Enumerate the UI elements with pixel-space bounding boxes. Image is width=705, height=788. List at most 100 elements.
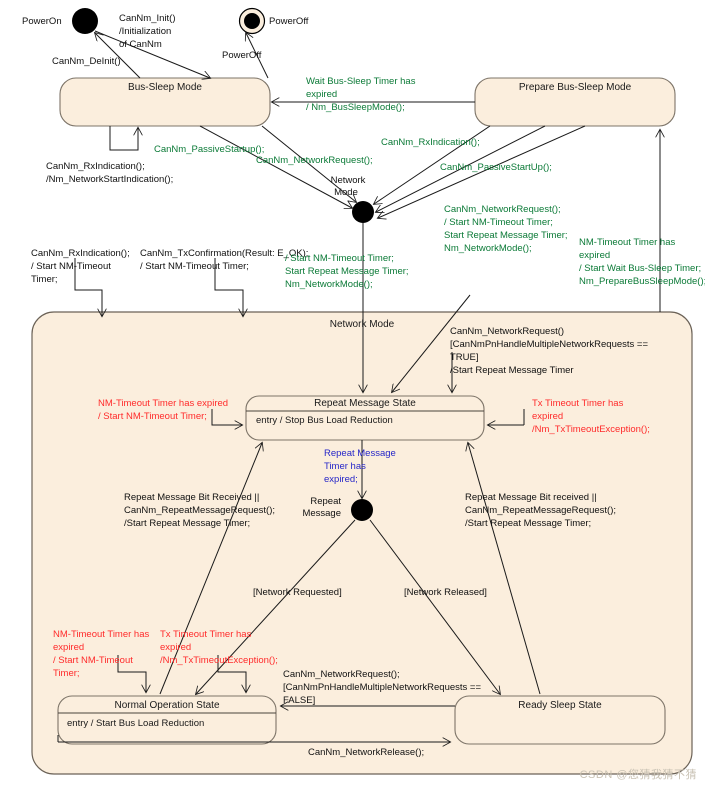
edge-normal-operation-self-nm-timeout [117,655,146,692]
svg-text:CanNm_NetworkRequest();: CanNm_NetworkRequest(); [444,204,561,215]
edge-bus-sleep-network-request [261,125,356,202]
svg-text:CanNm_PassiveStartUp();: CanNm_PassiveStartUp(); [440,162,552,173]
edge-prepare-passive-startup [376,125,546,212]
svg-text:CanNm_RepeatMessageRequest();: CanNm_RepeatMessageRequest(); [124,505,275,516]
svg-text:expired;: expired; [324,474,358,485]
label-network-mode-node-1: Network [331,175,366,186]
label-passive-startup-left: CanNm_PassiveStartup(); [154,144,264,155]
svg-text:expired: expired [53,642,84,653]
svg-text:CanNm_TxConfirmation(Result: E: CanNm_TxConfirmation(Result: E_OK); [140,248,308,259]
edge-network-mode-self-rx [74,258,102,316]
state-prepare-bus-sleep-mode-title: Prepare Bus-Sleep Mode [519,82,632,93]
edge-normal-operation-self-tx-timeout [217,655,246,692]
edge-prepare-rx-indication [374,125,491,204]
label-passive-startup-right: CanNm_PassiveStartUp(); [440,162,552,173]
svg-text:/Start Repeat Message Timer;: /Start Repeat Message Timer; [124,518,250,529]
label-pn-handle-multiple-false: CanNm_NetworkRequest(); [CanNmPnHandleMu… [283,669,481,706]
state-repeat-message-title: Repeat Message State [314,398,416,409]
label-power-off: PowerOff [269,16,309,27]
label-nos-nm-timeout-self: NM-Timeout Timer has expired / Start NM-… [53,629,149,679]
label-repeat-message-timer-expired: Repeat Message Timer has expired; [324,448,396,485]
label-wait-bus-sleep-expired: Wait Bus-Sleep Timer has expired / Nm_Bu… [306,76,416,113]
label-network-request-prepare: CanNm_NetworkRequest(); / Start NM-Timeo… [444,204,568,254]
label-rms-tx-timeout-self: Tx Timeout Timer has expired /Nm_TxTimeo… [532,398,650,435]
junction-node-network-mode [352,201,374,223]
final-node-power-off [244,13,260,29]
svg-text:NM-Timeout Timer has: NM-Timeout Timer has [53,629,149,640]
state-normal-operation-title: Normal Operation State [114,700,219,711]
svg-text:Timer has: Timer has [324,461,366,472]
label-rx-indication-prepare: CanNm_RxIndication(); [381,137,480,148]
svg-text:NM-Timeout Timer has expired: NM-Timeout Timer has expired [98,398,228,409]
edge-bus-sleep-self [109,126,138,151]
svg-text:CanNm_NetworkRequest();: CanNm_NetworkRequest(); [283,669,400,680]
svg-text:NM-Timeout Timer has: NM-Timeout Timer has [579,237,675,248]
svg-text:CanNm_PassiveStartup();: CanNm_PassiveStartup(); [154,144,264,155]
svg-text:/Nm_NetworkStartIndication();: /Nm_NetworkStartIndication(); [46,174,173,185]
svg-text:/Nm_TxTimeoutException();: /Nm_TxTimeoutException(); [160,655,278,666]
svg-text:FALSE]: FALSE] [283,695,315,706]
svg-text:[Network Released]: [Network Released] [404,587,487,598]
state-network-mode[interactable] [31,311,693,775]
label-nm-self-txconfirm: CanNm_TxConfirmation(Result: E_OK); / St… [140,248,308,272]
svg-text:CanNm_RxIndication();: CanNm_RxIndication(); [381,137,480,148]
label-nm-self-rx-timeout: CanNm_RxIndication(); / Start NM-Timeout… [31,248,130,285]
edge-network-mode-self-txconfirm [214,258,243,316]
edge-repeat-node-to-ready-sleep [369,519,500,694]
label-network-mode-node-2: Mode [334,187,358,198]
svg-text:Repeat Message: Repeat Message [324,448,396,459]
svg-text:/ Start NM-Timeout Timer;: / Start NM-Timeout Timer; [285,253,394,264]
state-normal-operation[interactable] [57,695,277,745]
svg-text:CanNm_NetworkRequest();: CanNm_NetworkRequest(); [256,155,373,166]
svg-text:PowerOff: PowerOff [222,50,262,61]
svg-text:/ Start NM-Timeout Timer;: / Start NM-Timeout Timer; [140,261,249,272]
label-repeat-message-node-1: Repeat [310,496,341,507]
svg-text:CanNm_NetworkRelease();: CanNm_NetworkRelease(); [308,747,424,758]
svg-text:/ Start NM-Timeout Timer;: / Start NM-Timeout Timer; [444,217,553,228]
state-network-mode-title: Network Mode [330,319,395,330]
svg-text:Nm_PrepareBusSleepMode();: Nm_PrepareBusSleepMode(); [579,276,705,287]
edge-repeat-message-self-left [211,409,242,425]
label-rms-nm-timeout-self: NM-Timeout Timer has expired / Start NM-… [98,398,228,422]
svg-text:expired: expired [306,89,337,100]
svg-text:Timer;: Timer; [53,668,80,679]
svg-text:CanNm_RxIndication();: CanNm_RxIndication(); [46,161,145,172]
svg-text:TRUE]: TRUE] [450,352,479,363]
state-ready-sleep-title: Ready Sleep State [518,700,602,711]
svg-text:CanNm_RepeatMessageRequest();: CanNm_RepeatMessageRequest(); [465,505,616,516]
svg-text:Wait Bus-Sleep Timer has: Wait Bus-Sleep Timer has [306,76,416,87]
csdn-watermark: CSDN @您猜我猜不猜 [579,769,697,781]
svg-text:/Initialization: /Initialization [119,26,171,37]
state-normal-operation-entry: entry / Start Bus Load Reduction [67,718,204,729]
svg-text:Start Repeat Message Timer;: Start Repeat Message Timer; [444,230,568,241]
state-bus-sleep-mode[interactable] [59,77,271,127]
edge-diagonal-to-repeat-message [392,294,471,392]
svg-text:CanNm_Init(): CanNm_Init() [119,13,176,24]
state-ready-sleep[interactable] [454,695,666,745]
label-network-release: CanNm_NetworkRelease(); [308,747,424,758]
svg-text:Repeat Message Bit Received ||: Repeat Message Bit Received || [124,492,259,503]
svg-text:CanNm_NetworkRequest(): CanNm_NetworkRequest() [450,326,564,337]
svg-text:CanNm_RxIndication();: CanNm_RxIndication(); [31,248,130,259]
svg-text:/ Start NM-Timeout: / Start NM-Timeout [31,261,111,272]
edge-bus-sleep-passive-startup [199,125,352,208]
label-pn-handle-multiple-true: CanNm_NetworkRequest() [CanNmPnHandleMul… [450,326,648,376]
svg-text:/ Start NM-Timeout: / Start NM-Timeout [53,655,133,666]
svg-text:Nm_NetworkMode();: Nm_NetworkMode(); [285,279,373,290]
svg-text:/ Start Wait Bus-Sleep Timer;: / Start Wait Bus-Sleep Timer; [579,263,701,274]
label-network-released: [Network Released] [404,587,487,598]
svg-text:Repeat Message Bit received ||: Repeat Message Bit received || [465,492,597,503]
svg-text:Timer;: Timer; [31,274,58,285]
svg-text:[CanNmPnHandleMultipleNetworkR: [CanNmPnHandleMultipleNetworkRequests == [450,339,648,350]
edge-bus-sleep-to-power-off [246,33,269,79]
svg-text:/Start Repeat Message Timer: /Start Repeat Message Timer [450,365,574,376]
edge-power-on-to-bus-sleep [94,30,210,78]
svg-text:expired: expired [579,250,610,261]
svg-text:[CanNmPnHandleMultipleNetworkR: [CanNmPnHandleMultipleNetworkRequests == [283,682,481,693]
label-repeat-bit-received-left: Repeat Message Bit Received || CanNm_Rep… [124,492,275,529]
state-repeat-message[interactable] [245,395,485,441]
label-network-mode-entry-action: / Start NM-Timeout Timer; Start Repeat M… [285,253,409,290]
label-deinit: CanNm_DeInit() [52,56,121,67]
label-network-requested: [Network Requested] [253,587,342,598]
